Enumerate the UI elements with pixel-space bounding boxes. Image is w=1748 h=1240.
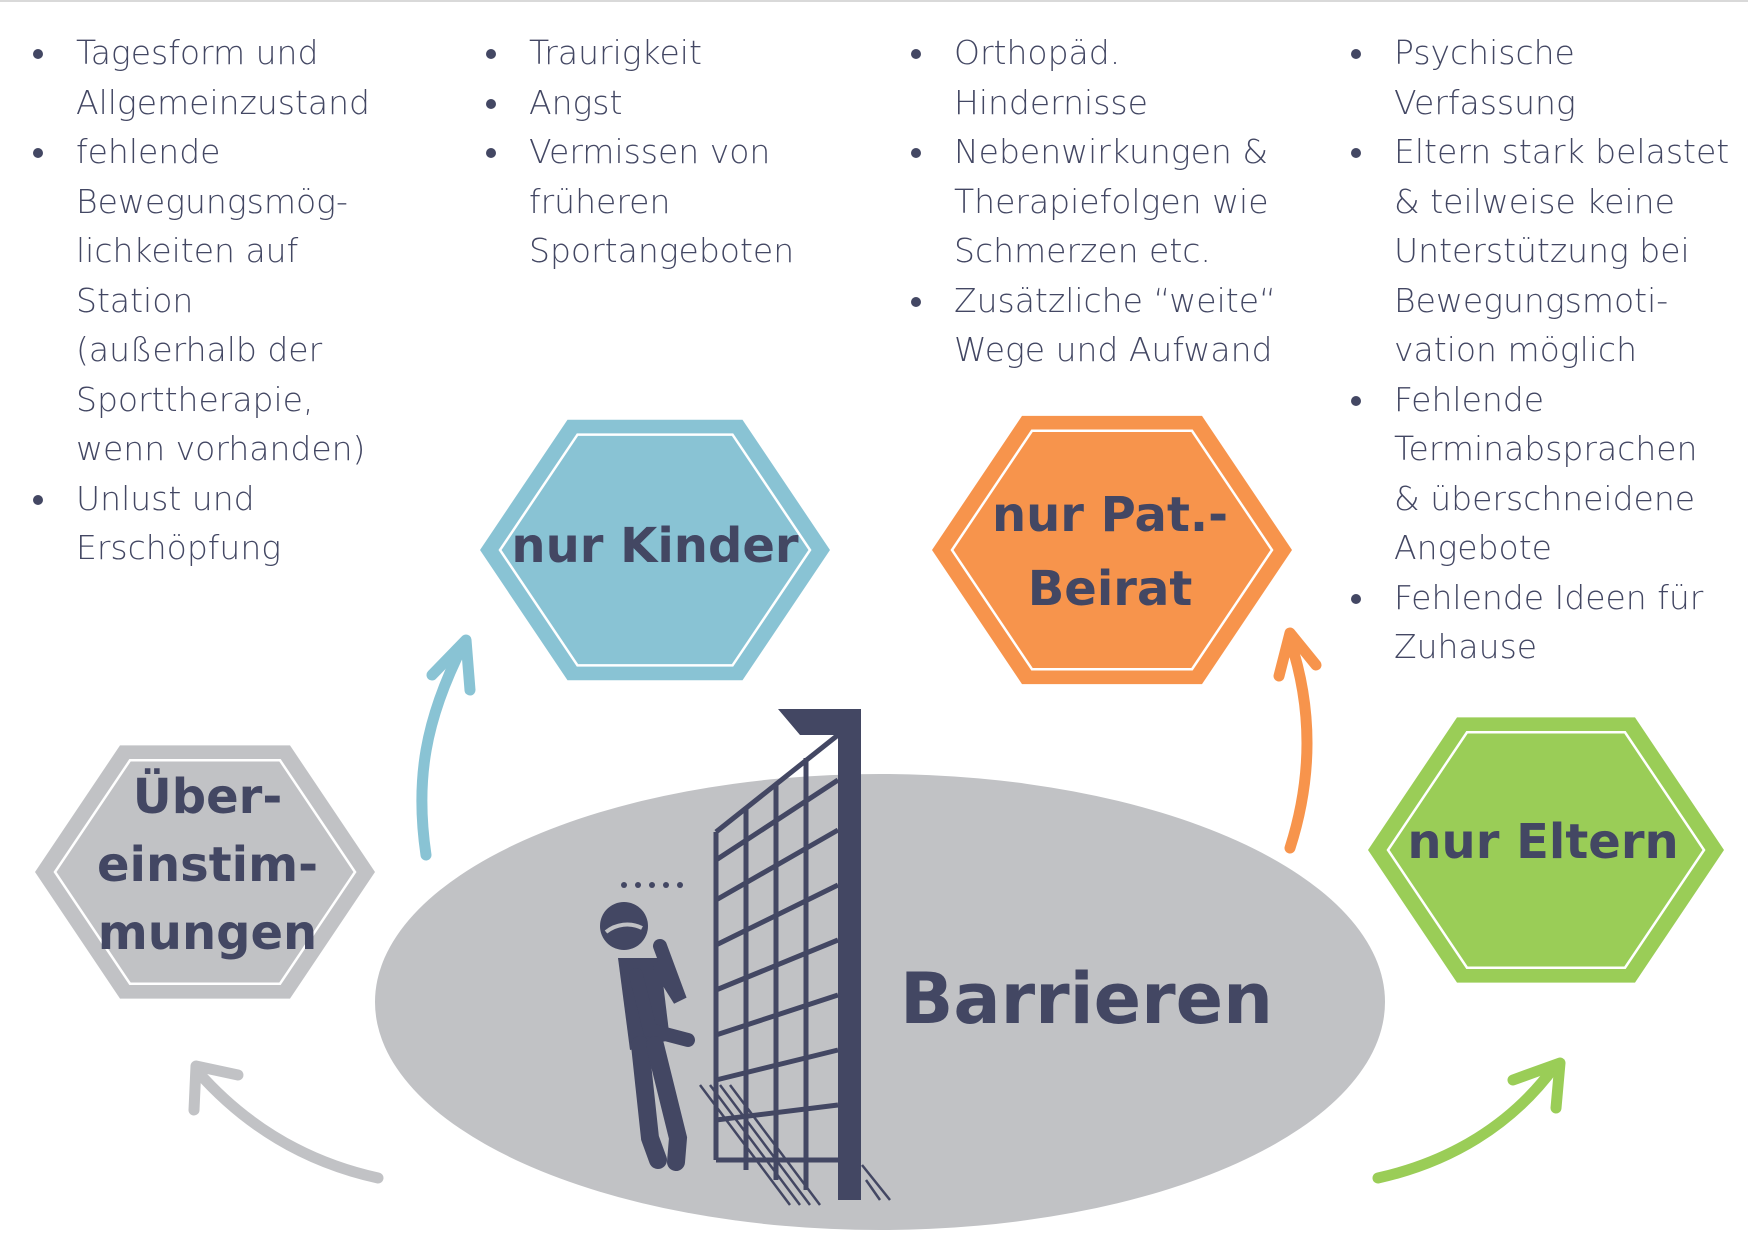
- barrieren-title: Barrieren: [900, 958, 1273, 1040]
- hex-label-line: nur Eltern: [1407, 814, 1679, 870]
- list-item-line: früheren: [529, 181, 671, 221]
- list-item-line: Unterstützung bei: [1394, 231, 1690, 270]
- list-item: Traurigkeit: [483, 28, 863, 78]
- hex-eltern: [1368, 717, 1724, 983]
- list-item-line: Vermissen von: [529, 132, 771, 171]
- hex-beirat-inner-outline: [950, 429, 1274, 671]
- list-item-line: Nebenwirkungen &: [954, 132, 1269, 171]
- list-item-line: Fehlende Ideen für: [1394, 577, 1704, 617]
- arrow-to-uebereinstimmungen: [188, 1060, 384, 1184]
- hex-uebereinstimmungen: [35, 745, 375, 999]
- list-item-line: Zusätzliche “weite“: [954, 280, 1277, 320]
- list-item-line: Fehlende: [1394, 379, 1545, 419]
- list-item-line: Station: [76, 280, 194, 320]
- list-item-line: Therapiefolgen wie: [954, 181, 1269, 221]
- list-item-line: Schmerzen etc.: [954, 231, 1211, 270]
- list-item: Angst: [483, 78, 863, 128]
- list-item-line: Bewegungsmög-: [76, 181, 348, 221]
- list-item-line: Verfassung: [1394, 82, 1576, 122]
- hex-label-line: einstim-: [96, 837, 319, 893]
- list-item-line: & überschneidene: [1394, 478, 1696, 518]
- list-item-line: Wege und Aufwand: [954, 330, 1273, 369]
- list-item-line: lichkeiten auf: [76, 231, 299, 270]
- list-item-line: Terminabsprachen: [1394, 429, 1698, 468]
- hex-eltern-inner-outline: [1386, 731, 1706, 969]
- hex-beirat-label: nur Pat.- Beirat: [935, 478, 1285, 626]
- list-item: Zusätzliche “weite“ Wege und Aufwand: [908, 276, 1308, 375]
- list-item: Orthopäd. Hindernisse: [908, 28, 1308, 127]
- list-item-line: fehlende: [76, 132, 221, 171]
- list-item-line: Tagesform und: [76, 33, 319, 72]
- list-item-line: Eltern stark belastet: [1394, 132, 1730, 171]
- list-item-line: vation möglich: [1394, 330, 1637, 369]
- hex-uebereinstimmungen-inner-outline: [53, 759, 357, 985]
- hex-label-line: nur Kinder: [511, 518, 799, 574]
- hex-beirat: [932, 415, 1292, 685]
- hex-eltern-label: nur Eltern: [1368, 808, 1718, 876]
- barrieren-ellipse: [375, 774, 1385, 1230]
- arrow-to-eltern: [1372, 1057, 1566, 1184]
- list-item-line: & teilweise keine: [1394, 181, 1675, 221]
- list-item-line: Sportangeboten: [529, 231, 795, 270]
- list-item-line: Angebote: [1394, 528, 1552, 567]
- hex-label-line: Über-: [132, 769, 283, 825]
- arrow-to-beirat: [1273, 627, 1322, 854]
- arrow-to-kinder: [416, 634, 476, 861]
- hex-kinder: [480, 419, 830, 681]
- hex-kinder-inner-outline: [498, 433, 812, 667]
- list-item-line: Traurigkeit: [529, 33, 702, 72]
- list-item-line: Psychische: [1394, 33, 1575, 72]
- list-item-line: wenn vorhanden): [76, 429, 366, 468]
- list-item-line: Unlust und: [76, 478, 255, 518]
- list-item-line: Zuhause: [1394, 627, 1538, 666]
- hex-kinder-label: nur Kinder: [480, 512, 830, 580]
- hex-label-line: nur Pat.-: [991, 487, 1229, 543]
- list-item-line: Sporttherapie,: [76, 379, 314, 419]
- list-item-line: Hindernisse: [954, 82, 1148, 122]
- list-item-line: Erschöpfung: [76, 528, 282, 567]
- list-item-line: Angst: [529, 82, 623, 122]
- hex-label-line: mungen: [97, 905, 318, 961]
- list-item-line: Orthopäd.: [954, 33, 1121, 72]
- list-item-line: Bewegungsmoti-: [1394, 280, 1669, 320]
- list-item-line: (außerhalb der: [76, 330, 323, 369]
- person-facing-wall-icon: [600, 709, 891, 1206]
- list-item-line: Allgemeinzustand: [76, 82, 371, 122]
- hex-label-line: Beirat: [1027, 561, 1193, 617]
- top-divider-line: [0, 0, 1748, 2]
- hex-uebereinstimmungen-label: Über-einstim-mungen: [50, 763, 365, 967]
